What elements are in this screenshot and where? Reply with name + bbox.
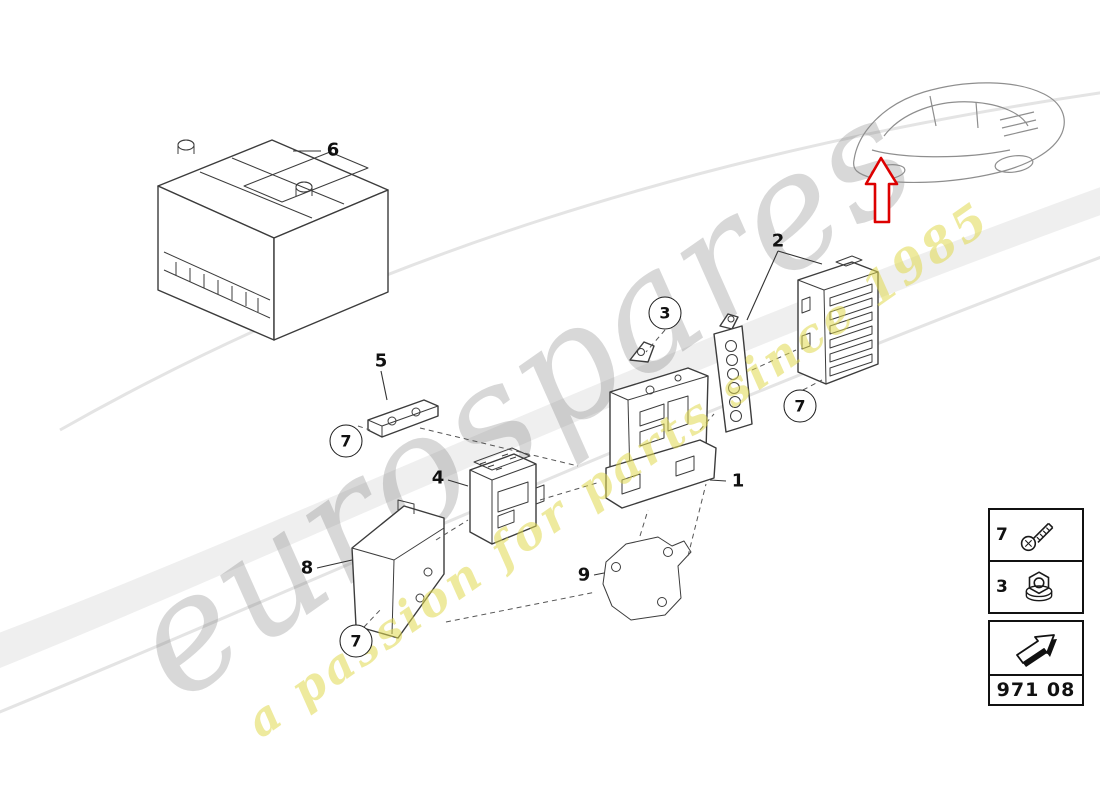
hardware-legend: 7 3 (988, 508, 1084, 614)
callout-2-fuse-carrier[interactable]: 2 (771, 230, 785, 252)
battery-cover-drawing (351, 499, 445, 639)
legend-row-nut: 3 (990, 560, 1082, 612)
callout-5-bracket[interactable]: 5 (374, 350, 388, 372)
callout-1-fuse-box[interactable]: 1 (731, 470, 745, 492)
callout-circle-7-screw-bracket[interactable]: 7 (329, 424, 363, 458)
callout-4-control-unit[interactable]: 4 (431, 467, 445, 489)
part-group-box: 971 08 (988, 620, 1084, 706)
battery-drawing (157, 139, 389, 341)
bracket-plate-drawing (602, 536, 692, 621)
screw-icon (1020, 522, 1054, 552)
part-group-code: 971 08 (996, 679, 1076, 701)
callout-8-cover[interactable]: 8 (300, 557, 314, 579)
retaining-bracket-drawing (367, 399, 439, 438)
callout-6-battery[interactable]: 6 (326, 139, 340, 161)
callout-9-plate[interactable]: 9 (577, 564, 591, 586)
callout-circle-7-screw-cover[interactable]: 7 (339, 624, 373, 658)
legend-number-7: 7 (996, 525, 1008, 545)
fuse-strip-drawing (713, 313, 753, 433)
assembly-dashed-lines (357, 329, 823, 628)
legend-number-3: 3 (996, 577, 1008, 597)
legend-row-screw: 7 (990, 510, 1082, 560)
callout-circle-7-screw-carrier[interactable]: 7 (783, 389, 817, 423)
callout-circle-3-nut[interactable]: 3 (648, 296, 682, 330)
nut-icon (1025, 571, 1053, 602)
diagram-arrow-icon (990, 622, 1082, 676)
direction-arrow (864, 156, 899, 224)
control-unit-drawing (469, 447, 545, 545)
fuse-carrier-drawing (797, 255, 879, 385)
fuse-box-drawing (605, 341, 717, 509)
